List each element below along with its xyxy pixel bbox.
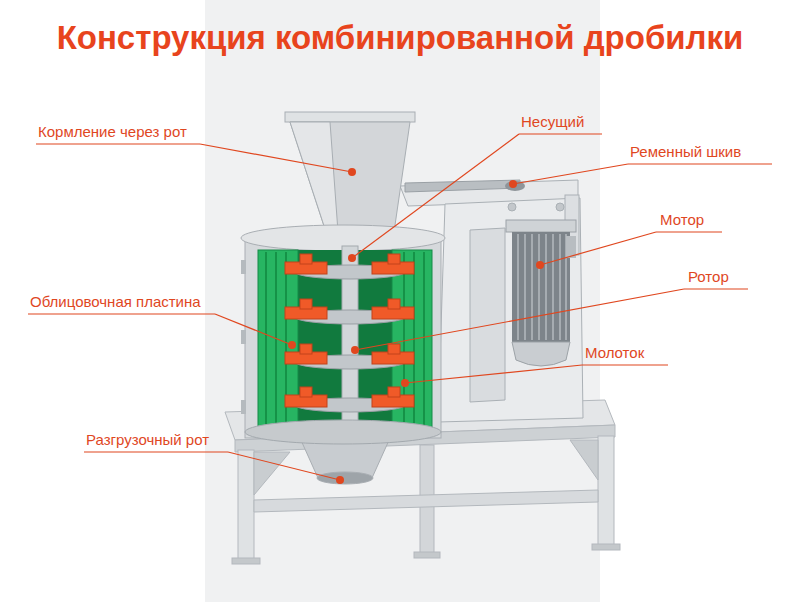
- leader-dots: [288, 168, 544, 484]
- part-label: Облицовочная пластина: [30, 292, 201, 312]
- part-label: Ротор: [688, 267, 729, 287]
- part-label: Несущий: [521, 112, 584, 132]
- part-label: Молоток: [585, 343, 644, 363]
- base-frame: [225, 400, 620, 564]
- background-band: [205, 0, 600, 602]
- feed-hopper: [285, 112, 415, 232]
- part-label: Разгрузочный рот: [86, 430, 209, 450]
- part-label: Ременный шкив: [630, 142, 741, 162]
- leader-lines: [28, 134, 772, 480]
- discharge-outlet: [300, 438, 390, 484]
- part-label: Кормление через рот: [38, 122, 187, 142]
- motor: [506, 220, 576, 366]
- belt-pulley: [405, 180, 525, 192]
- diagram-title: Конструкция комбинированной дробилки: [57, 16, 744, 60]
- crusher-body: [241, 225, 445, 444]
- part-label: Мотор: [660, 210, 704, 230]
